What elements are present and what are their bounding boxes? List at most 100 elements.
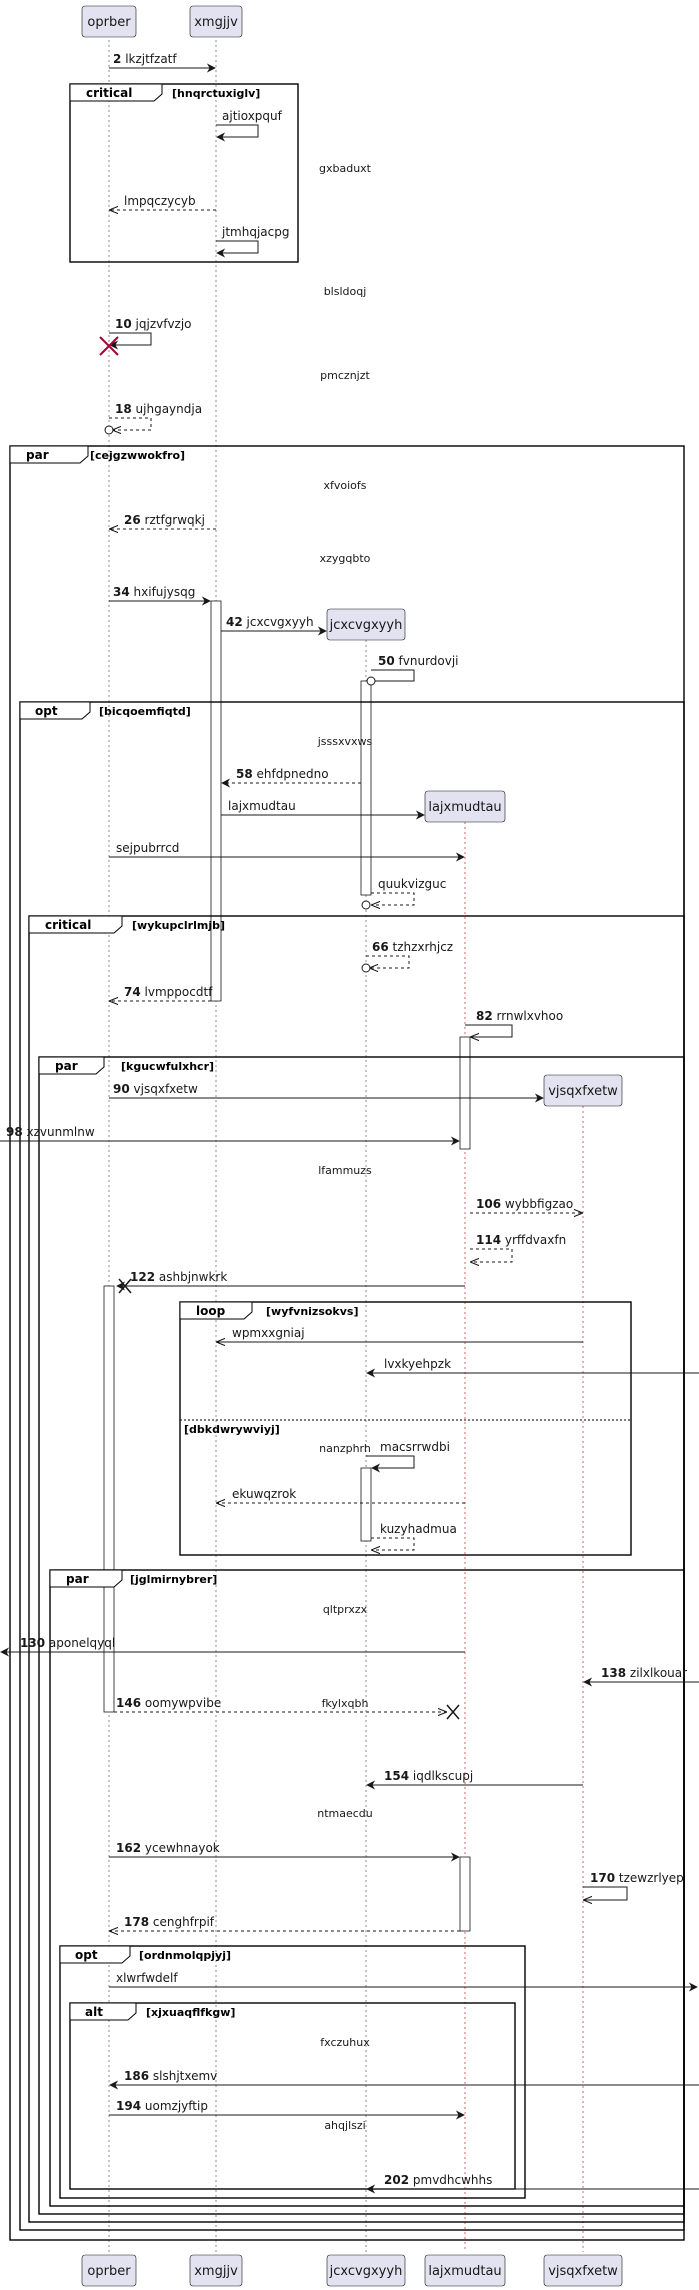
svg-text:50 fvnurdovji: 50 fvnurdovji xyxy=(378,654,459,668)
frame-critical: critical [hnqrctuxiglv] xyxy=(69,83,299,263)
svg-text:oprber: oprber xyxy=(87,2264,131,2279)
svg-text:186 slshjtxemv: 186 slshjtxemv xyxy=(124,2069,217,2083)
note-label: jsssxvxws xyxy=(317,735,373,748)
svg-text:98 xzvunmlnw: 98 xzvunmlnw xyxy=(6,1125,95,1139)
svg-text:2 lkzjtfzatf: 2 lkzjtfzatf xyxy=(113,52,177,66)
note-label: nanzphrh xyxy=(319,1442,371,1455)
svg-text:178 cenghfrpif: 178 cenghfrpif xyxy=(124,1915,215,1929)
message[interactable]: jtmhqjacpg xyxy=(216,225,289,258)
frame-condition: [jglmirnybrer] xyxy=(130,1573,217,1586)
svg-text:130 aponelqyql: 130 aponelqyql xyxy=(20,1636,115,1650)
message[interactable]: 74 lvmppocdtf xyxy=(110,985,213,1001)
frame-keyword: opt xyxy=(35,704,58,718)
message[interactable]: 154 iqdlkscupj xyxy=(366,1769,583,1790)
participant-xmgjjv[interactable]: xmgjjv xmgjjv xyxy=(189,5,243,2287)
message[interactable]: 82 rrnwlxvhoo xyxy=(465,1009,563,1037)
frame-condition: [ordnmolqpjyj] xyxy=(139,1949,231,1962)
note-label: gxbaduxt xyxy=(319,162,372,175)
svg-text:xmgjjv: xmgjjv xyxy=(194,2264,238,2279)
message[interactable]: 114 yrffdvaxfn xyxy=(470,1233,566,1262)
message[interactable]: 98 xzvunmlnw xyxy=(0,1125,460,1146)
note-label: ntmaecdu xyxy=(317,1807,373,1820)
message[interactable]: 170 tzewzrlyep xyxy=(583,1871,684,1900)
note-label: xfvoiofs xyxy=(323,479,366,492)
svg-text:114 yrffdvaxfn: 114 yrffdvaxfn xyxy=(476,1233,566,1247)
svg-text:quukvizguc: quukvizguc xyxy=(378,877,446,891)
frame-keyword: critical xyxy=(86,86,132,100)
message[interactable]: 58 ehfdpnedno xyxy=(221,767,361,788)
svg-text:lvxkyehpzk: lvxkyehpzk xyxy=(384,1357,451,1371)
svg-text:18 ujhgayndja: 18 ujhgayndja xyxy=(115,402,202,416)
message[interactable]: 162 ycewhnayok xyxy=(109,1841,460,1862)
svg-text:66 tzhzxrhjcz: 66 tzhzxrhjcz xyxy=(372,940,453,954)
message[interactable]: ekuwqzrok xyxy=(217,1487,465,1503)
message[interactable]: 194 uomzjyftip xyxy=(109,2099,465,2120)
message[interactable]: ajtioxpquf xyxy=(216,109,283,142)
message[interactable]: 42 jcxcvgxyyh xyxy=(221,615,327,636)
frame-critical: critical [wykupclrlmjb] xyxy=(28,915,685,2223)
frame-keyword: loop xyxy=(196,1304,226,1318)
participant-lajxmudtau[interactable]: lajxmudtau lajxmudtau xyxy=(424,790,506,2287)
message[interactable]: 106 wybbfigzao xyxy=(470,1197,582,1213)
message[interactable]: 50 fvnurdovji xyxy=(366,654,459,686)
frame-par: par [jglmirnybrer] xyxy=(49,1569,685,2207)
participant-jcxcvgxyyh[interactable]: jcxcvgxyyh jcxcvgxyyh xyxy=(326,608,406,2287)
svg-text:jcxcvgxyyh: jcxcvgxyyh xyxy=(329,2264,403,2279)
svg-text:82 rrnwlxvhoo: 82 rrnwlxvhoo xyxy=(476,1009,563,1023)
svg-text:ajtioxpquf: ajtioxpquf xyxy=(222,109,283,123)
svg-text:202 pmvdhcwhhs: 202 pmvdhcwhhs xyxy=(384,2173,492,2187)
frame-condition: [wykupclrlmjb] xyxy=(132,919,225,932)
message[interactable]: 90 vjsqxfxetw xyxy=(109,1082,544,1103)
message[interactable]: 122 ashbjnwkrk xyxy=(116,1270,465,1294)
circle-icon xyxy=(366,676,376,686)
svg-text:kuzyhadmua: kuzyhadmua xyxy=(380,1522,457,1536)
message[interactable]: 186 slshjtxemv xyxy=(109,2069,699,2090)
message[interactable]: xlwrfwdelf xyxy=(109,1971,698,1992)
frame-condition: [cejgzwwokfro] xyxy=(90,449,185,462)
destroy-icon xyxy=(99,336,119,356)
message[interactable]: 178 cenghfrpif xyxy=(110,1915,460,1931)
svg-text:lajxmudtau: lajxmudtau xyxy=(228,799,296,813)
frame-keyword: par xyxy=(55,1059,78,1073)
frame-keyword: par xyxy=(26,448,49,462)
frame-loop: loop [wyfvnizsokvs] [dbkdwrywviyj] xyxy=(179,1301,632,1556)
activation-bar xyxy=(360,1467,372,1542)
message[interactable]: lvxkyehpzk xyxy=(366,1357,699,1378)
svg-text:jtmhqjacpg: jtmhqjacpg xyxy=(221,225,289,239)
frame-condition: [hnqrctuxiglv] xyxy=(172,87,260,100)
message[interactable]: lajxmudtau xyxy=(221,799,425,820)
message[interactable]: 66 tzhzxrhjcz xyxy=(361,940,453,973)
message[interactable]: 138 zilxlkouar xyxy=(583,1666,699,1687)
message[interactable]: 10 jqjzvfvzjo xyxy=(99,317,192,356)
svg-text:ekuwqzrok: ekuwqzrok xyxy=(232,1487,296,1501)
message[interactable]: 130 aponelqyql xyxy=(0,1636,465,1657)
message[interactable]: 34 hxifujysqg xyxy=(109,585,211,606)
note-label: pmcznjzt xyxy=(320,369,370,382)
message[interactable]: 2 lkzjtfzatf xyxy=(109,52,216,73)
message[interactable]: kuzyhadmua xyxy=(371,1522,457,1550)
svg-text:vjsqxfxetw: vjsqxfxetw xyxy=(548,1084,618,1099)
message[interactable]: 202 pmvdhcwhhs xyxy=(366,2173,699,2194)
frame-condition: [kgucwfulxhcr] xyxy=(121,1060,214,1073)
frame-keyword: alt xyxy=(85,2005,103,2019)
participant-vjsqxfxetw[interactable]: vjsqxfxetw vjsqxfxetw xyxy=(543,1074,623,2287)
message[interactable]: macsrrwdbi xyxy=(366,1440,450,1473)
message[interactable]: sejpubrrcd xyxy=(109,841,465,862)
activation-bar xyxy=(459,1036,471,1150)
frame-opt: opt [bicqoemfiqtd] xyxy=(19,701,685,2231)
participant-oprber[interactable]: oprber oprber xyxy=(81,5,137,2287)
note-label: xzygqbto xyxy=(320,552,371,565)
message[interactable]: wpmxxgniaj xyxy=(217,1326,583,1342)
activation-bar xyxy=(360,680,372,896)
svg-text:154 iqdlkscupj: 154 iqdlkscupj xyxy=(384,1769,473,1783)
message[interactable]: lmpqczycyb xyxy=(110,194,216,210)
frame-keyword: critical xyxy=(45,918,91,932)
message[interactable]: 18 ujhgayndja xyxy=(104,402,202,435)
message[interactable]: quukvizguc xyxy=(361,877,446,910)
notes: gxbaduxt blsldoqj pmcznjzt xfvoiofs xzyg… xyxy=(317,162,373,2132)
activation-bar xyxy=(210,600,222,1002)
message[interactable]: 146 oomywpvibe xyxy=(114,1696,460,1720)
message[interactable]: 26 rztfgrwqkj xyxy=(110,513,216,529)
svg-text:xmgjjv: xmgjjv xyxy=(194,15,238,30)
svg-text:xlwrfwdelf: xlwrfwdelf xyxy=(116,1971,178,1985)
